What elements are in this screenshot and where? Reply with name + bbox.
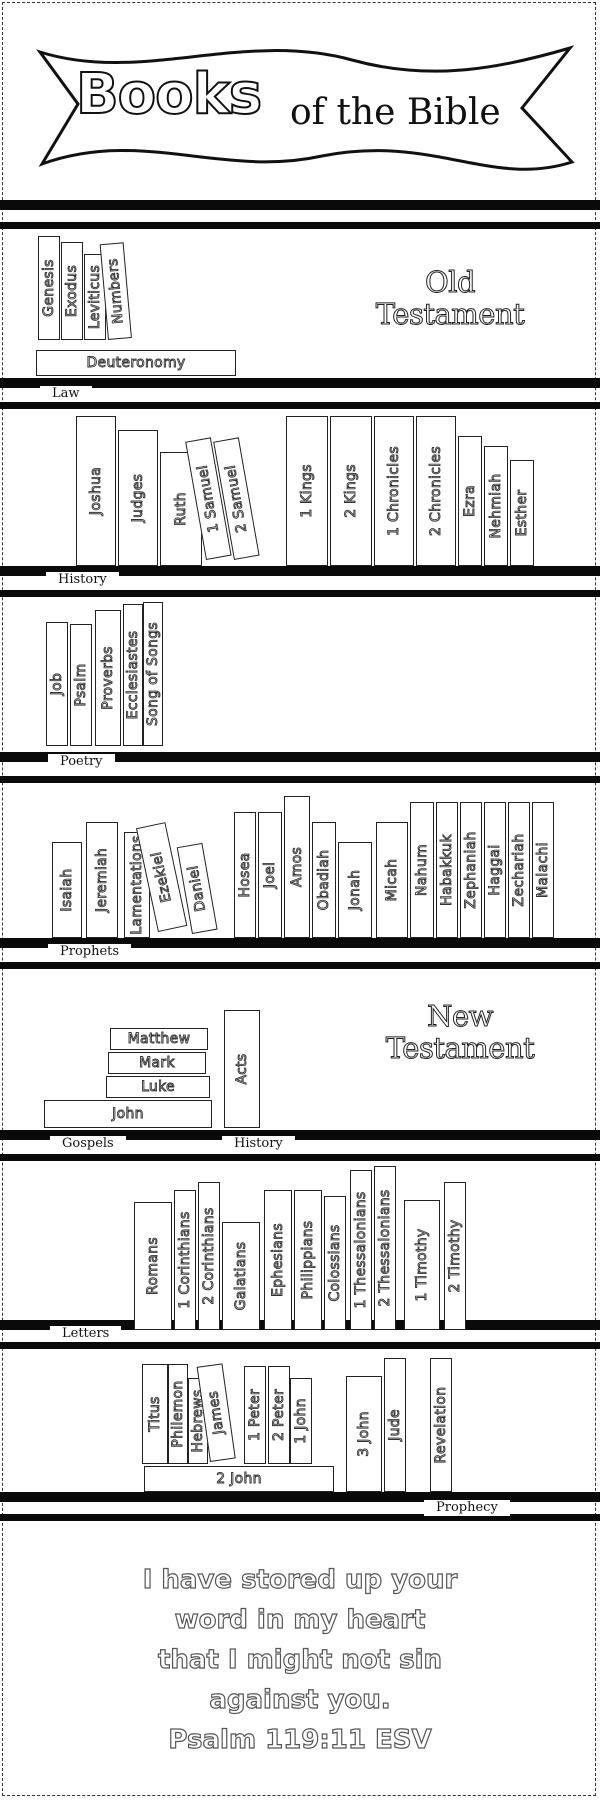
book-3-john: 3 John xyxy=(346,1376,382,1492)
shelf-bar xyxy=(0,566,600,576)
verse-line: word in my heart xyxy=(174,1604,426,1635)
shelf-bar xyxy=(0,1154,600,1161)
book-1-kings: 1 Kings xyxy=(286,416,328,566)
shelf-bar xyxy=(0,962,600,969)
shelf-bar xyxy=(0,378,600,388)
book-revelation: Revelation xyxy=(430,1358,452,1492)
shelf-label-nt-history: History xyxy=(222,1136,295,1152)
shelf-label-law: Law xyxy=(40,386,92,402)
book-1-peter: 1 Peter xyxy=(244,1366,266,1464)
verse-line: that I might not sin xyxy=(157,1644,443,1675)
book-philippians: Philippians xyxy=(294,1190,322,1330)
book-jude: Jude xyxy=(384,1358,406,1492)
book-2-thessalonians: 2 Thessalonians xyxy=(374,1166,396,1330)
shelf-label-prophets: Prophets xyxy=(48,944,132,960)
book-zephaniah: Zephaniah xyxy=(460,802,482,938)
book-deuteronomy: Deuteronomy xyxy=(36,350,236,376)
book-jeremiah: Jeremiah xyxy=(86,822,118,938)
new-testament-heading: New Testament xyxy=(385,999,535,1065)
book-genesis: Genesis xyxy=(38,236,60,340)
book-joel: Joel xyxy=(258,812,282,938)
book-1-thessalonians: 1 Thessalonians xyxy=(350,1170,372,1330)
book-zechariah: Zechariah xyxy=(508,802,530,938)
book-micah: Micah xyxy=(376,822,408,938)
shelf-bar xyxy=(0,1342,600,1349)
book-obadiah: Obadiah xyxy=(312,822,336,938)
book-haggai: Haggai xyxy=(484,802,506,938)
book-2-corinthians: 2 Corinthians xyxy=(198,1182,220,1330)
shelf-bar xyxy=(0,1130,600,1140)
shelf-bar xyxy=(0,776,600,783)
shelf-bar xyxy=(0,402,600,409)
book-jonah: Jonah xyxy=(338,842,372,938)
book-hosea: Hosea xyxy=(234,812,256,938)
book-colossians: Colossians xyxy=(324,1196,346,1330)
shelf-label-gospels: Gospels xyxy=(50,1136,126,1152)
book-2-kings: 2 Kings xyxy=(330,416,372,566)
book-psalm: Psalm xyxy=(70,624,92,746)
title-banner xyxy=(36,45,575,171)
book-job: Job xyxy=(46,622,68,746)
shelf-bar xyxy=(0,1514,600,1521)
shelf-label-poetry: Poetry xyxy=(48,754,115,770)
book-amos: Amos xyxy=(284,796,310,938)
book-luke: Luke xyxy=(106,1076,210,1098)
book-nahum: Nahum xyxy=(410,802,434,938)
book-judges: Judges xyxy=(118,430,158,566)
book-matthew: Matthew xyxy=(110,1028,208,1050)
old-testament-heading: Old Testament xyxy=(375,265,525,331)
shelf-bar xyxy=(0,752,600,762)
book-ecclesiastes: Ecclesiastes xyxy=(123,604,143,746)
book-romans: Romans xyxy=(134,1202,172,1330)
shelf-label-letters: Letters xyxy=(50,1326,122,1342)
verse-block: I have stored up your word in my heart t… xyxy=(0,1560,600,1760)
book-ephesians: Ephesians xyxy=(264,1190,292,1330)
book-1-john: 1 John xyxy=(290,1378,312,1464)
book-1-corinthians: 1 Corinthians xyxy=(174,1190,196,1330)
book-malachi: Malachi xyxy=(532,802,554,938)
book-galatians: Galatians xyxy=(222,1222,260,1330)
book-isaiah: Isaiah xyxy=(52,842,82,938)
book-joshua: Joshua xyxy=(76,416,116,566)
shelf-bar xyxy=(0,938,600,948)
book-2-peter: 2 Peter xyxy=(268,1366,290,1464)
book-titus: Titus xyxy=(142,1364,168,1464)
verse-line: against you. xyxy=(209,1684,391,1715)
book-2-timothy: 2 Timothy xyxy=(444,1182,466,1330)
book-acts: Acts xyxy=(224,1010,260,1128)
book-esther: Esther xyxy=(510,460,534,566)
book-mark: Mark xyxy=(108,1052,206,1074)
title-main: Books xyxy=(75,61,263,128)
book-2-john-flat: 2 John xyxy=(144,1466,334,1492)
title-sub: of the Bible xyxy=(290,92,501,133)
book-nehmiah: Nehmiah xyxy=(484,446,508,566)
book-habakkuk: Habakkuk xyxy=(436,802,458,938)
book-song-of-songs: Song of Songs xyxy=(143,602,163,746)
shelf-label-history: History xyxy=(46,572,119,588)
shelf-bar xyxy=(0,222,600,229)
shelf-bar xyxy=(0,590,600,597)
book-john: John xyxy=(44,1100,212,1128)
shelf-bar xyxy=(0,200,600,210)
verse-line: I have stored up your xyxy=(142,1564,458,1595)
book-philemon: Philemon xyxy=(168,1364,188,1464)
book-1-timothy: 1 Timothy xyxy=(404,1200,440,1330)
shelf-bar xyxy=(0,1492,600,1502)
book-proverbs: Proverbs xyxy=(95,610,121,746)
verse-reference: Psalm 119:11 ESV xyxy=(168,1724,432,1755)
shelf-label-prophecy: Prophecy xyxy=(424,1500,510,1516)
book-1-chronicles: 1 Chronicles xyxy=(374,416,414,566)
book-exodus: Exodus xyxy=(61,242,83,340)
book-ezra: Ezra xyxy=(458,436,482,566)
book-2-chronicles: 2 Chronicles xyxy=(416,416,456,566)
